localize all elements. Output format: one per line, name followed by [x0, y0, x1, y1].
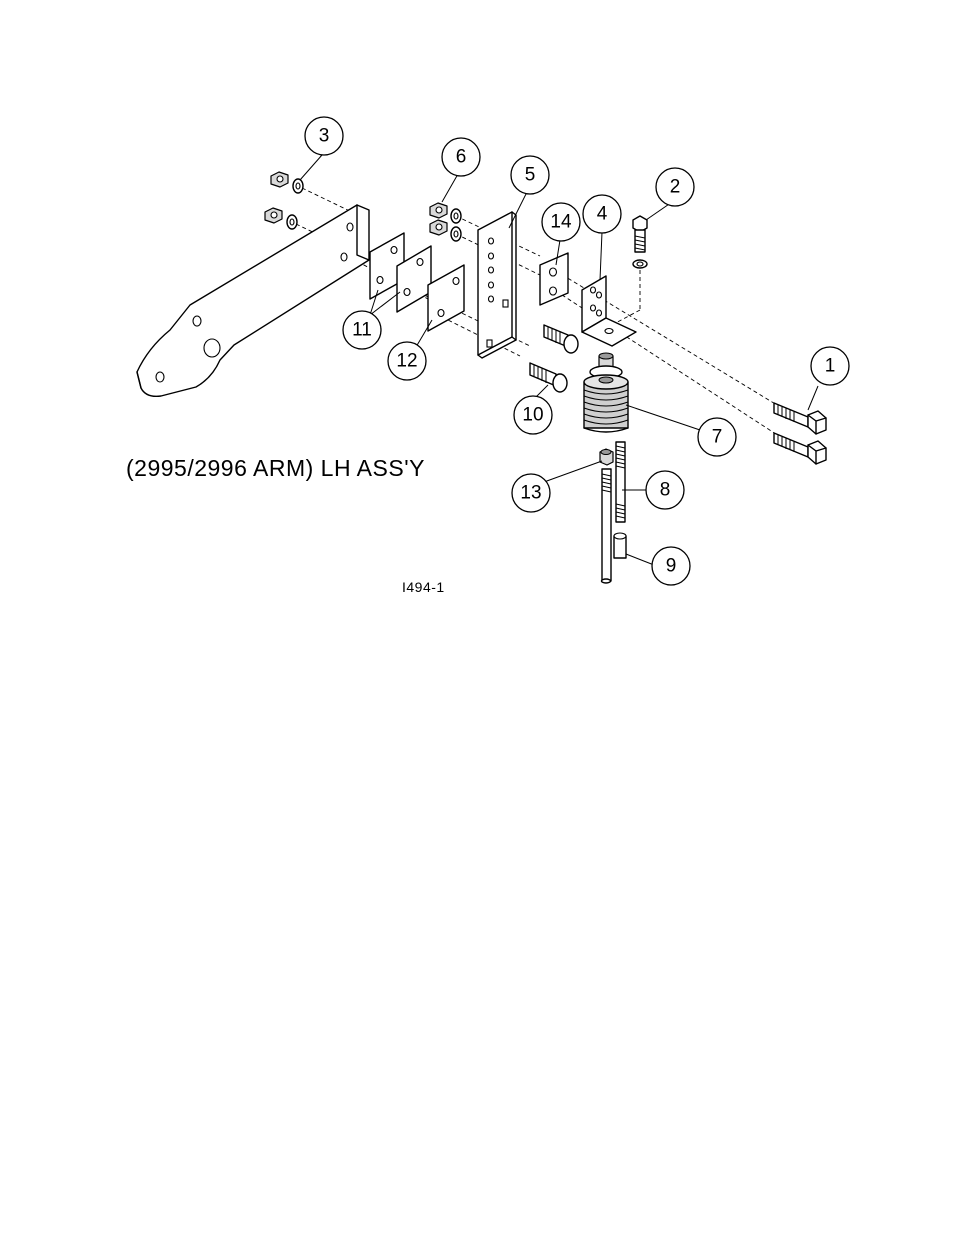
- nut-13: [600, 449, 613, 465]
- shim-plate-12: [428, 265, 464, 331]
- callout-11: 11: [343, 311, 381, 349]
- callout-1: 1: [811, 347, 849, 385]
- coupler-9: [614, 533, 626, 558]
- svg-text:4: 4: [597, 204, 608, 225]
- svg-text:10: 10: [522, 405, 543, 426]
- callout-balloons: 1 2 3 4 5 6 7 8: [305, 117, 849, 585]
- threaded-stud-8: [616, 442, 625, 522]
- svg-text:14: 14: [550, 212, 572, 233]
- svg-text:9: 9: [666, 556, 677, 577]
- main-arm-plate: [137, 205, 369, 396]
- spring-7: [584, 353, 628, 432]
- spacer-plate-14: [540, 253, 568, 305]
- carriage-bolt-10: [530, 325, 578, 392]
- callout-12: 12: [388, 342, 426, 380]
- callout-9: 9: [652, 547, 690, 585]
- long-bolts-1: [774, 403, 826, 464]
- shim-plates-11: [370, 233, 431, 312]
- bolt-2: [633, 216, 647, 268]
- svg-text:6: 6: [456, 147, 467, 168]
- callout-14: 14: [542, 203, 580, 241]
- svg-text:2: 2: [670, 177, 681, 198]
- nut-washer-set-6: [430, 203, 461, 241]
- callout-8: 8: [646, 471, 684, 509]
- angle-bracket-4: [582, 276, 636, 346]
- svg-text:13: 13: [520, 483, 541, 504]
- rod: [602, 469, 612, 583]
- adjustment-bar-5: [478, 212, 516, 358]
- callout-2: 2: [656, 168, 694, 206]
- drawing-number: I494-1: [402, 579, 445, 595]
- callout-6: 6: [442, 138, 480, 176]
- svg-text:11: 11: [352, 320, 372, 341]
- callout-10: 10: [514, 396, 552, 434]
- assembly-title: (2995/2996 ARM) LH ASS'Y: [126, 455, 425, 481]
- callout-4: 4: [583, 195, 621, 233]
- callout-3: 3: [305, 117, 343, 155]
- svg-text:8: 8: [660, 480, 671, 501]
- svg-text:12: 12: [396, 351, 417, 372]
- svg-text:3: 3: [319, 126, 330, 147]
- svg-text:1: 1: [825, 356, 836, 377]
- callout-5: 5: [511, 156, 549, 194]
- callout-7: 7: [698, 418, 736, 456]
- callout-13: 13: [512, 474, 550, 512]
- nut-washer-set-3: [265, 172, 303, 229]
- svg-text:5: 5: [525, 165, 536, 186]
- svg-text:7: 7: [712, 427, 723, 448]
